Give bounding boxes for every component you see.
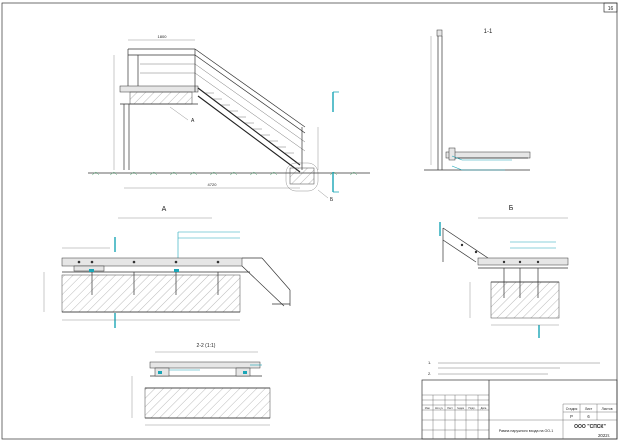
dim-top-overall: 1800 (158, 34, 168, 39)
col-header-5: Дата (481, 406, 487, 410)
stage-value: Р (570, 414, 573, 419)
section-marker-1-bottom (332, 172, 339, 193)
sheets-header: Листов (601, 407, 612, 411)
title-block: Изм. Кол.уч Лист №док Подп. Дата Стадия … (421, 379, 618, 440)
sheet-value: 6 (587, 414, 590, 419)
section-1-1-title: 1-1 (484, 29, 493, 35)
page-number-box (603, 2, 618, 13)
bottom-detail-callout (285, 162, 319, 192)
col-header-0: Изм. (425, 406, 431, 410)
detail-a-title: А (162, 206, 167, 213)
col-header-3: №док (457, 407, 465, 410)
col-header-2: Лист (447, 406, 453, 410)
detail-a-view: А (43, 206, 291, 328)
main-elevation-view: 1800 4720 А Б (88, 34, 370, 203)
page-number: 16 (608, 6, 614, 12)
section-2-2-title: 2-2 (1:1) (197, 343, 216, 349)
drawing-title: Рампа наружного входа на ОО-1 (499, 429, 554, 433)
detail-b-view: Б (439, 205, 569, 338)
notes-block: 1. 2. (428, 360, 600, 376)
company-name: ООО "СПСК" (574, 424, 606, 430)
sheet-header: Лист (585, 407, 593, 411)
detail-b-title: Б (509, 205, 514, 212)
section-marker-3-bottom (538, 325, 540, 338)
dim-flight-length: 4720 (208, 182, 218, 187)
section-marker-3-top (439, 222, 441, 236)
note-1-number: 1. (428, 360, 431, 365)
section-marker-1-top (332, 91, 339, 112)
section-marker-2-bottom (114, 313, 116, 328)
note-2-number: 2. (428, 371, 431, 376)
section-1-1-view: 1-1 (424, 29, 531, 171)
stage-header: Стадия (566, 407, 578, 411)
section-2-2-view: 2-2 (1:1) (131, 343, 271, 426)
year: 2022г. (598, 433, 610, 438)
leader-label-a: А (191, 118, 195, 124)
col-header-1: Кол.уч (435, 406, 443, 410)
leader-label-b: Б (330, 197, 334, 203)
section-marker-2-top (114, 237, 116, 252)
col-header-4: Подп. (469, 406, 476, 410)
